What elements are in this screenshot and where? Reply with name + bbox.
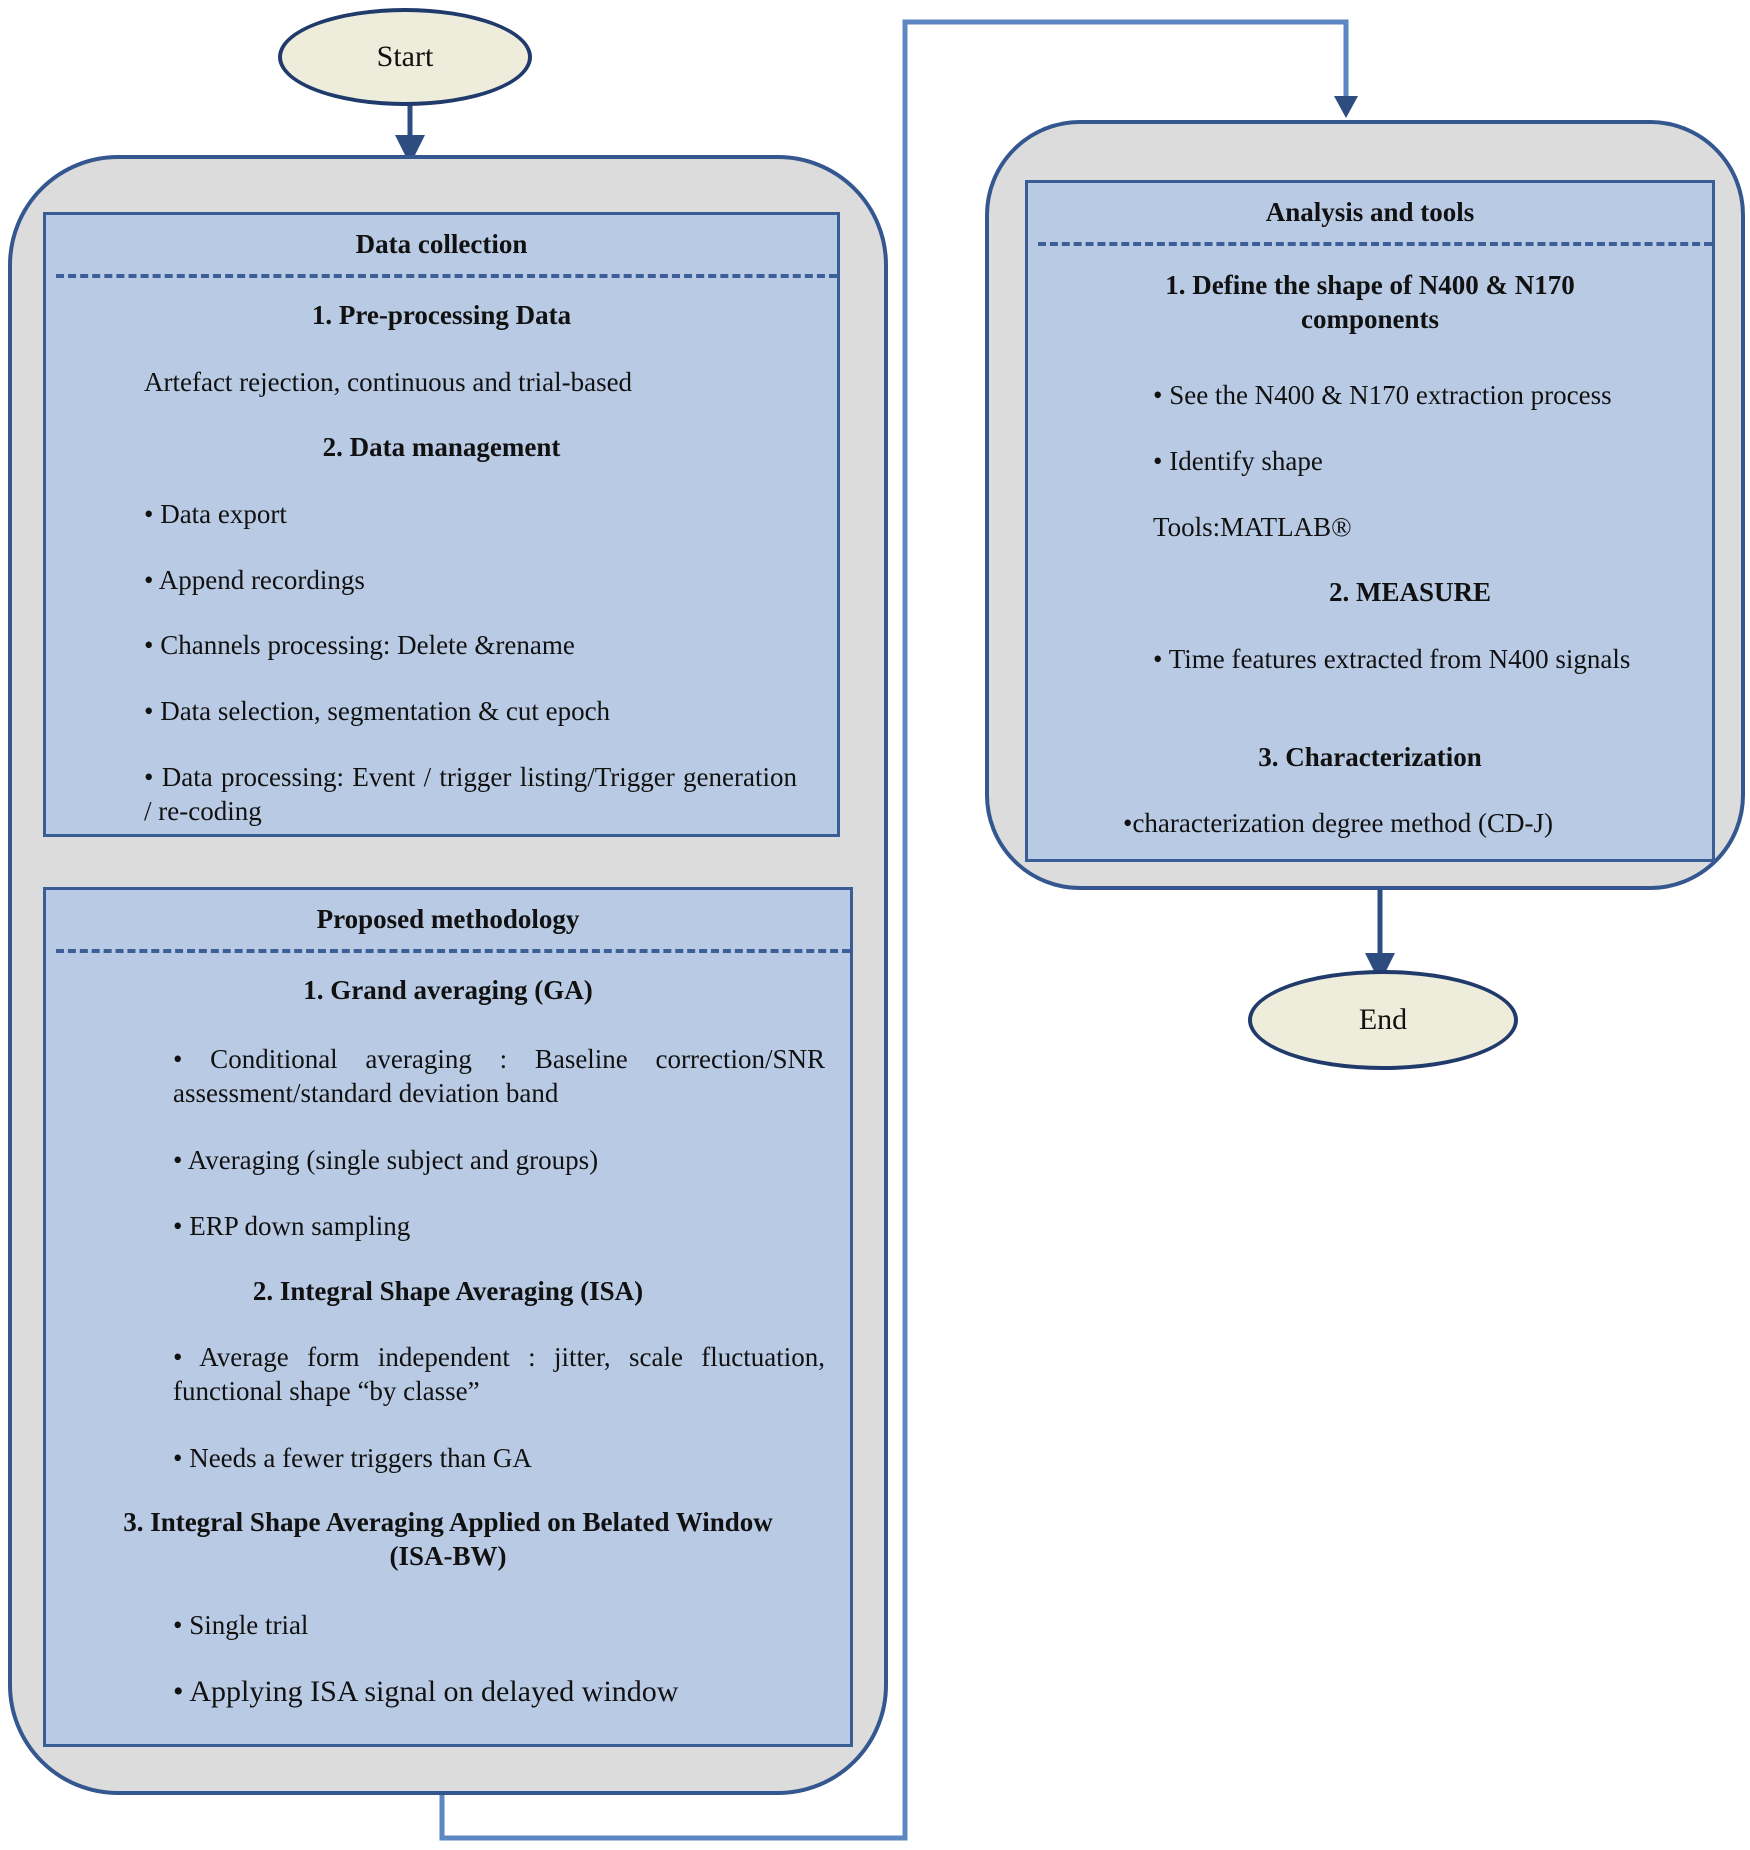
data-collection-panel: Data collection 1. Pre-processing Data A… (43, 212, 840, 837)
methodology-title: Proposed methodology (316, 904, 580, 934)
dm-item-channels-processing: • Channels processing: Delete &rename (144, 630, 575, 660)
bw-item-single-trial: • Single trial (173, 1610, 309, 1640)
tools-text: Tools:MATLAB® (1153, 512, 1352, 542)
ga-item-erp-down-sampling: • ERP down sampling (173, 1211, 411, 1241)
methodology-divider (56, 949, 850, 953)
connector-methodology-to-analysis (439, 19, 1349, 1841)
bw-item-applying-isa: • Applying ISA signal on delayed window (173, 1675, 679, 1708)
analysis-divider (1038, 242, 1712, 246)
ga-item-averaging: • Averaging (single subject and groups) (173, 1145, 599, 1175)
analysis-panel: Analysis and tools 1. Define the shape o… (1025, 180, 1715, 862)
define-item-identify-shape: • Identify shape (1153, 446, 1323, 476)
pre-processing-heading: 1. Pre-processing Data (311, 300, 572, 330)
data-collection-divider (56, 274, 837, 278)
end-terminal: End (1248, 970, 1518, 1070)
isa-heading: 2. Integral Shape Averaging (ISA) (252, 1276, 644, 1306)
data-collection-title: Data collection (355, 229, 528, 259)
pre-processing-text: Artefact rejection, continuous and trial… (144, 367, 633, 397)
end-label: End (1358, 1003, 1408, 1036)
characterization-heading: 3. Characterization (1258, 742, 1482, 772)
define-item-see-extraction: • See the N400 & N170 extraction process (1153, 380, 1612, 410)
dm-item-data-processing: • Data processing: Event / trigger listi… (144, 762, 797, 826)
grand-averaging-heading: 1. Grand averaging (GA) (303, 975, 593, 1005)
analysis-title: Analysis and tools (1265, 197, 1475, 227)
isa-bw-heading: 3. Integral Shape Averaging Applied on B… (123, 1507, 773, 1571)
dm-item-append-recordings: • Append recordings (144, 565, 365, 595)
isa-item-fewer-triggers: • Needs a fewer triggers than GA (173, 1443, 532, 1473)
isa-item-average-form: • Average form independent : jitter, sca… (173, 1342, 825, 1406)
dm-item-data-export: • Data export (144, 499, 287, 529)
start-label: Start (376, 40, 434, 73)
measure-heading: 2. MEASURE (1328, 577, 1491, 607)
ga-item-conditional-averaging: • Conditional averaging : Baseline corre… (173, 1044, 825, 1108)
characterization-item: •characterization degree method (CD-J) (1123, 808, 1553, 838)
arrowhead-into-analysis (1334, 96, 1358, 118)
methodology-panel: Proposed methodology 1. Grand averaging … (43, 887, 853, 1747)
data-management-heading: 2. Data management (322, 432, 561, 462)
define-shape-heading: 1. Define the shape of N400 & N170 compo… (1165, 270, 1575, 334)
dm-item-data-selection: • Data selection, segmentation & cut epo… (144, 696, 611, 726)
start-terminal: Start (278, 8, 532, 106)
measure-item-time-features: • Time features extracted from N400 sign… (1153, 644, 1631, 674)
